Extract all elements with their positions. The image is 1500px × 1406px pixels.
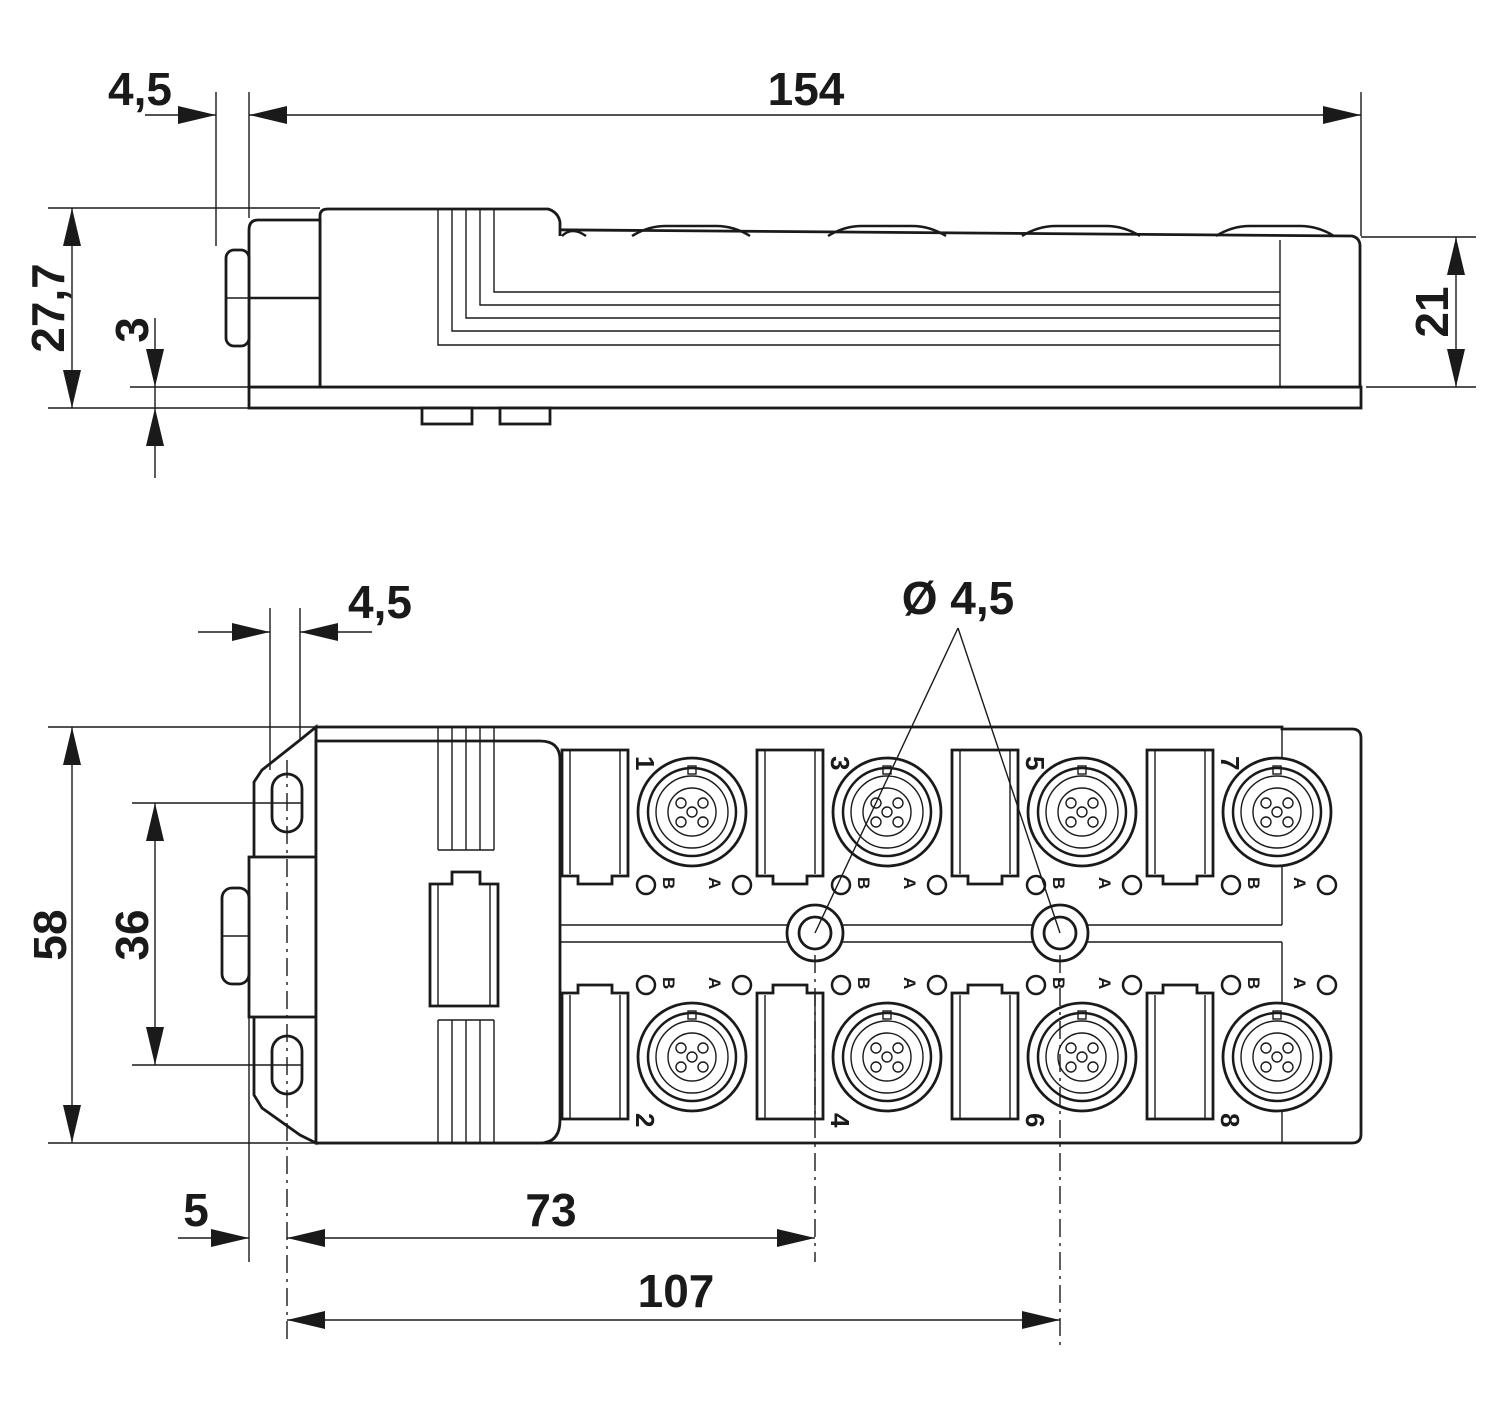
port-7: 7B A xyxy=(1145,748,1338,896)
label-holder xyxy=(950,748,1020,886)
side-fieldbus-head xyxy=(247,218,322,389)
port-number: 5 xyxy=(1020,756,1050,770)
led-b xyxy=(635,974,657,996)
dim-base-3: 3 xyxy=(106,317,158,343)
led-a xyxy=(1121,874,1143,896)
led-a-label: A xyxy=(900,877,919,889)
dim-hole-offset-5: 5 xyxy=(183,1184,209,1236)
port-6: 6 B A xyxy=(950,974,1143,1127)
dim-housing-21: 21 xyxy=(1406,286,1458,337)
led-a-label: A xyxy=(1290,977,1309,989)
led-b-label: B xyxy=(1049,977,1068,989)
side-dimensions xyxy=(48,92,1476,478)
led-a xyxy=(926,974,948,996)
port-4: 4 B A xyxy=(755,974,948,1128)
label-holder xyxy=(1145,748,1215,886)
dim-hole-spacing-36: 36 xyxy=(106,909,158,960)
label-holder xyxy=(560,748,630,886)
side-housing xyxy=(318,226,1362,389)
side-dimension-labels: 154 4,5 27,7 3 21 xyxy=(22,63,1458,353)
led-a-label: A xyxy=(1290,877,1309,889)
dim-pitch-73: 73 xyxy=(525,1184,576,1236)
led-a xyxy=(1121,974,1143,996)
port-number: 4 xyxy=(825,1113,855,1128)
led-b-label: B xyxy=(1049,877,1068,889)
port-number: 8 xyxy=(1215,1113,1245,1127)
led-a-label: A xyxy=(1095,877,1114,889)
m12-connector xyxy=(831,756,943,868)
led-a-label: A xyxy=(705,877,724,889)
port-number: 1 xyxy=(630,756,660,770)
led-b xyxy=(1220,974,1242,996)
port-number: 3 xyxy=(825,756,855,770)
dim-flange-width: 4,5 xyxy=(348,576,412,628)
top-dimension-labels: 4,5 Ø 4,5 58 36 5 73 107 xyxy=(24,572,1014,1317)
label-holder xyxy=(950,983,1020,1121)
top-fieldbus-head xyxy=(247,855,318,1019)
side-base-plate xyxy=(247,385,1363,410)
label-holder xyxy=(1145,983,1215,1121)
led-b xyxy=(635,874,657,896)
led-a xyxy=(1316,974,1338,996)
port-number: 6 xyxy=(1020,1113,1050,1127)
port-number: 2 xyxy=(630,1113,660,1127)
top-view: 1B A 2 B A 3B A 4 B A 5B A 6 B A 7B A 8 B A xyxy=(220,724,1363,1146)
m12-connector xyxy=(831,1001,943,1113)
led-a xyxy=(731,974,753,996)
dim-flange-offset: 4,5 xyxy=(108,63,172,115)
led-b-label: B xyxy=(659,877,678,889)
top-bus-latch xyxy=(428,870,500,1008)
label-holder xyxy=(755,748,825,886)
port-2: 2 B A xyxy=(560,974,753,1127)
led-a xyxy=(731,874,753,896)
port-1: 1B A xyxy=(560,748,753,896)
label-holder xyxy=(755,983,825,1121)
dim-width-58: 58 xyxy=(24,909,76,960)
m12-connector xyxy=(1026,1001,1138,1113)
led-b xyxy=(1025,874,1047,896)
dim-height-27-7: 27,7 xyxy=(22,263,74,353)
led-a-label: A xyxy=(705,977,724,989)
led-a-label: A xyxy=(1095,977,1114,989)
dim-pitch-107: 107 xyxy=(638,1265,715,1317)
m12-connector xyxy=(636,1001,748,1113)
led-b xyxy=(1220,874,1242,896)
port-5: 5B A xyxy=(950,748,1143,896)
led-b-label: B xyxy=(854,877,873,889)
m12-connector xyxy=(1221,756,1333,868)
led-b xyxy=(1025,974,1047,996)
dim-hole-diameter: Ø 4,5 xyxy=(902,572,1015,624)
m12-connector xyxy=(636,756,748,868)
led-b-label: B xyxy=(659,977,678,989)
led-b-label: B xyxy=(1244,977,1263,989)
port-number: 7 xyxy=(1215,756,1245,770)
m12-connector xyxy=(1026,756,1138,868)
side-view xyxy=(224,207,1363,426)
port-8: 8 B A xyxy=(1145,974,1338,1127)
led-a xyxy=(1316,874,1338,896)
side-bus-cap xyxy=(318,207,562,236)
led-b xyxy=(830,974,852,996)
m12-connector xyxy=(1221,1001,1333,1113)
label-holder xyxy=(560,983,630,1121)
port-3: 3B A xyxy=(755,748,948,896)
led-a-label: A xyxy=(900,977,919,989)
dim-length-154: 154 xyxy=(768,63,845,115)
led-b-label: B xyxy=(854,977,873,989)
ports-layer: 1B A 2 B A 3B A 4 B A 5B A 6 B A 7B A 8 B A xyxy=(560,748,1338,1128)
top-dimensions xyxy=(48,608,1061,1345)
led-a xyxy=(926,874,948,896)
led-b-label: B xyxy=(1244,877,1263,889)
